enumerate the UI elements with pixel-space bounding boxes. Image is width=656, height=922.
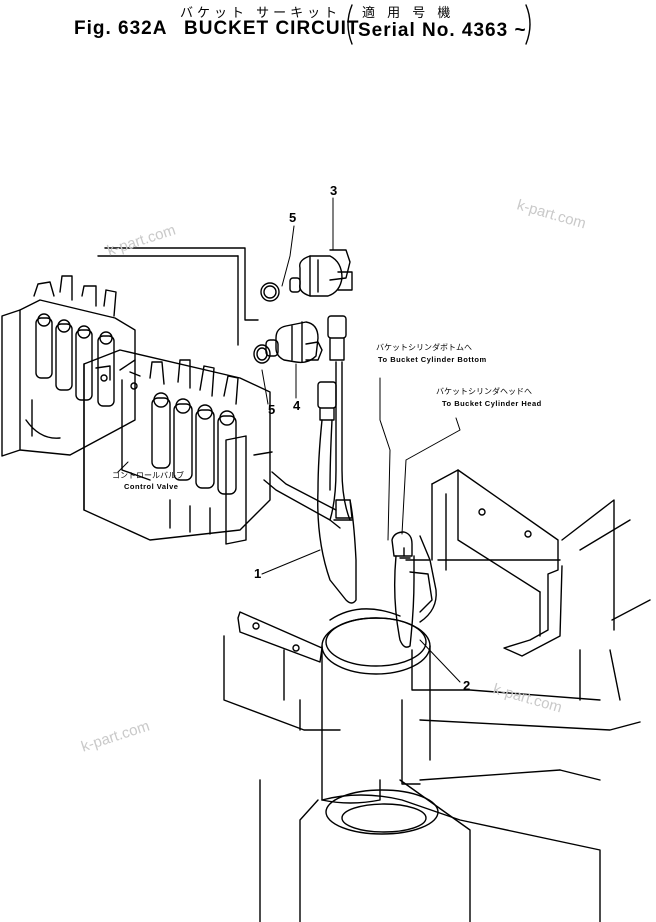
mounting-bracket xyxy=(420,470,650,656)
bucket-head-label-en: To Bucket Cylinder Head xyxy=(442,399,542,408)
hose-1 xyxy=(318,382,356,603)
bucket-bottom-label-jp: バケットシリンダボトムへ xyxy=(376,343,472,352)
control-valve xyxy=(2,276,272,544)
elbow-fitting xyxy=(290,250,352,296)
figure-label: Fig. 632A xyxy=(74,18,168,39)
serial-number: Serial No. 4363 ~ xyxy=(358,20,527,41)
callout-5-bottom: 5 xyxy=(268,402,276,417)
callout-2: 2 xyxy=(463,678,471,693)
hose-2 xyxy=(392,532,436,647)
bucket-bottom-label-en: To Bucket Cylinder Bottom xyxy=(378,355,487,364)
applicability-japanese: 適 用 号 機 xyxy=(362,6,455,21)
callout-1: 1 xyxy=(254,566,262,581)
figure-title: BUCKET CIRCUIT xyxy=(184,18,360,39)
bucket-head-label-jp: バケットシリンダヘッドへ xyxy=(436,387,532,396)
title-japanese: バケット サーキット xyxy=(180,6,342,21)
callout-5-top: 5 xyxy=(289,210,297,225)
control-valve-label-jp: コントロールバルブ xyxy=(112,471,184,480)
cylinder-base xyxy=(224,609,640,922)
straight-fitting xyxy=(266,322,322,362)
callout-4: 4 xyxy=(293,398,301,413)
control-valve-label-en: Control Valve xyxy=(124,482,179,491)
callout-3: 3 xyxy=(330,183,338,198)
